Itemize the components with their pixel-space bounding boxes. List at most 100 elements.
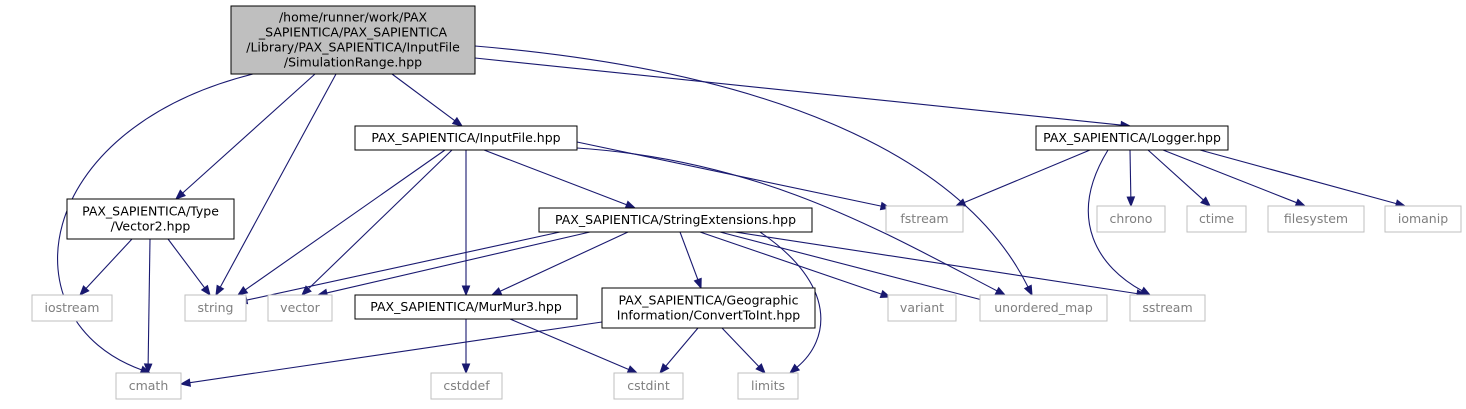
edge-line [499,231,629,292]
node-label-line: PAX_SAPIENTICA/Geographic [618,293,798,308]
arrowhead [626,365,639,374]
node-iomanip[interactable]: iomanip [1384,205,1462,233]
arrowhead [624,200,637,209]
edge-converttoint-to-cstdint [659,327,699,375]
arrowhead [179,378,192,387]
arrowhead [954,198,967,207]
arrowhead [994,286,1007,296]
node-box [1186,205,1247,233]
node-label-line: cmath [129,378,169,393]
node-string[interactable]: string [184,294,247,322]
arrowhead [461,285,471,297]
edge-root-to-inputfile [391,73,464,127]
node-unordered-map[interactable]: unordered_map [979,294,1108,322]
node-cstddef[interactable]: cstddef [430,372,503,400]
edge-inputfile-to-unordered_map [576,147,1007,296]
node-label-line: iostream [45,300,100,315]
node-box [613,372,684,400]
edge-line [246,231,561,301]
node-cmath[interactable]: cmath [115,372,182,400]
node-root[interactable]: /home/runner/work/PAX_SAPIENTICA/PAX_SAP… [230,5,476,75]
node-box [979,294,1108,322]
arrowhead [1023,284,1033,297]
node-vector2[interactable]: PAX_SAPIENTICA/Type/Vector2.hpp [66,198,235,240]
edge-line [1147,149,1204,201]
arrowhead [1126,196,1136,208]
node-box [1096,205,1166,233]
node-sstream[interactable]: sstream [1129,294,1206,322]
node-label-line: filesystem [1284,211,1348,226]
node-inputfile[interactable]: PAX_SAPIENTICA/InputFile.hpp [354,125,578,151]
arrowhead [755,363,766,374]
node-label-line: PAX_SAPIENTICA/InputFile.hpp [371,130,560,145]
arrowhead [143,363,153,375]
edge-line [1162,149,1297,204]
node-label-line: unordered_map [994,300,1093,315]
node-box [354,125,578,151]
node-box [1267,205,1365,233]
edge-root-to-vector2 [174,73,316,200]
node-box [601,287,816,329]
node-label-line: PAX_SAPIENTICA/StringExtensions.hpp [555,212,796,227]
node-label-line: PAX_SAPIENTICA/Logger.hpp [1043,130,1221,145]
node-limits[interactable]: limits [737,372,799,400]
node-box [230,5,476,75]
edge-stringext-to-murmur3 [490,231,629,296]
edge-line [189,321,603,384]
edge-line [759,231,822,368]
node-label-line: /home/runner/work/PAX [279,10,428,25]
node-converttoint[interactable]: PAX_SAPIENTICA/GeographicInformation/Con… [601,287,816,329]
node-murmur3[interactable]: PAX_SAPIENTICA/MurMur3.hpp [354,294,578,320]
edge-line [1199,149,1397,205]
node-ctime[interactable]: ctime [1186,205,1247,233]
node-vector[interactable]: vector [267,294,333,322]
node-label-line: sstream [1142,300,1192,315]
edges-layer [57,45,1407,387]
edge-line [219,73,337,288]
node-box [1129,294,1206,322]
edge-vector2-to-iostream [79,238,133,296]
node-box [430,372,503,400]
node-stringext[interactable]: PAX_SAPIENTICA/StringExtensions.hpp [538,207,813,233]
edge-line [182,73,316,194]
node-label-line: /SimulationRange.hpp [284,55,422,70]
edge-line [734,231,1138,295]
node-label-line: Information/ConvertToInt.hpp [617,308,800,323]
edge-inputfile-to-vector [301,149,453,296]
node-logger[interactable]: PAX_SAPIENTICA/Logger.hpp [1035,125,1229,151]
node-box [354,294,578,320]
node-label-line: chrono [1110,211,1153,226]
nodes-layer: /home/runner/work/PAX_SAPIENTICA/PAX_SAP… [31,5,1462,400]
edge-converttoint-to-cmath [179,321,603,387]
node-fstream[interactable]: fstream [885,205,964,233]
node-chrono[interactable]: chrono [1096,205,1166,233]
node-box [538,207,813,233]
edge-line [483,149,627,206]
arrowhead [79,285,90,296]
node-cstdint[interactable]: cstdint [613,372,684,400]
node-label-line: vector [280,300,321,315]
edge-line [679,231,699,280]
node-variant[interactable]: variant [887,294,957,322]
edge-line [308,149,453,290]
node-label-line: string [198,300,234,315]
arrowhead [200,284,211,297]
arrowhead [659,362,670,375]
edge-logger-to-chrono [1126,149,1136,208]
node-box [184,294,247,322]
node-box [115,372,182,400]
edge-line [167,238,206,289]
node-filesystem[interactable]: filesystem [1267,205,1365,233]
arrowhead [236,285,249,296]
node-box [267,294,333,322]
node-label-line: limits [751,378,785,393]
edge-line [245,149,446,291]
edge-line [699,231,882,295]
edge-root-to-unordered_map [474,45,1033,297]
node-box [885,205,964,233]
node-label-line: _SAPIENTICA/PAX_SAPIENTICA [258,25,448,40]
edge-line [1129,149,1132,198]
node-iostream[interactable]: iostream [31,294,113,322]
arrowhead [788,363,801,374]
node-box [66,198,235,240]
